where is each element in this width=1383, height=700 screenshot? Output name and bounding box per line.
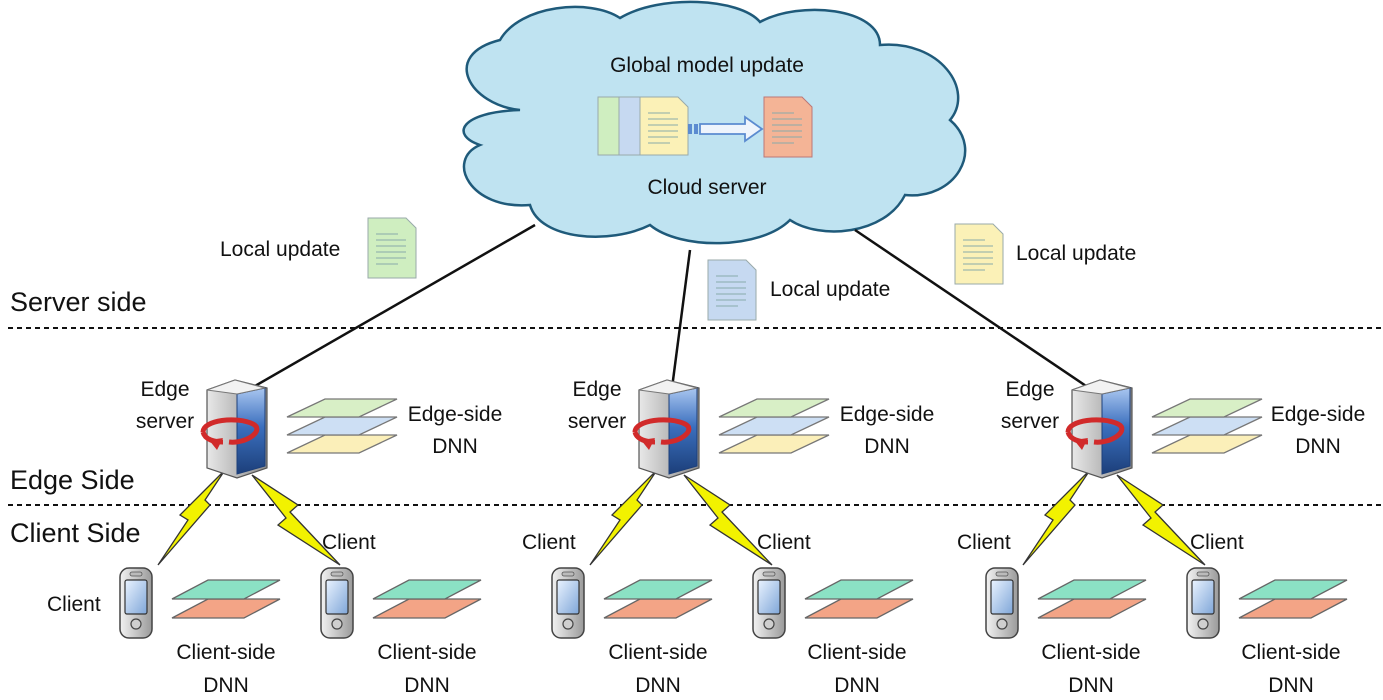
client-dnn-label: Client-side xyxy=(1241,641,1340,664)
edge-dnn-label: DNN xyxy=(432,435,478,458)
local-update-label: Local update xyxy=(1016,242,1136,265)
edge-dnn-label: Edge-side xyxy=(1271,403,1366,426)
edge-group-2: Edge server Edge-side DNN Client Client-… xyxy=(522,378,934,697)
client-dnn-label: DNN xyxy=(404,674,450,697)
link-edge-2-cloud xyxy=(670,249,692,389)
cloud-server: Global model update Cloud server xyxy=(462,0,967,245)
client-label: Client xyxy=(757,531,811,554)
edge-dnn-layers xyxy=(718,398,830,454)
client-dnn-label: Client-side xyxy=(377,641,476,664)
client-label: Client xyxy=(957,531,1011,554)
document-icon xyxy=(707,259,757,321)
section-client-side: Client Side xyxy=(10,518,141,548)
section-server-side: Server side xyxy=(10,287,147,317)
link-edge-3-cloud xyxy=(854,228,1093,392)
client-dnn-label: DNN xyxy=(635,674,681,697)
document-stack-icon xyxy=(597,96,689,156)
client-dnn-layers xyxy=(372,579,482,619)
edge-dnn-label: Edge-side xyxy=(408,403,503,426)
edge-dnn-layers xyxy=(286,398,398,454)
client-dnn-label: Client-side xyxy=(608,641,707,664)
edge-server-icon xyxy=(635,380,699,478)
client-device-icon xyxy=(551,567,585,639)
client-dnn-layers xyxy=(1037,579,1147,619)
client-device-icon xyxy=(752,567,786,639)
edge-group-1: Edge server Edge-side DNN Client Client-… xyxy=(47,378,502,697)
document-icon xyxy=(367,217,417,279)
client-dnn-layers xyxy=(603,579,713,619)
cloud-label: Cloud server xyxy=(647,176,766,199)
client-dnn-layers xyxy=(1238,579,1348,619)
wireless-link-3a xyxy=(1022,469,1091,566)
edge-dnn-layers xyxy=(1151,398,1263,454)
edge-server-label: Edge xyxy=(1005,378,1054,401)
wireless-link-1b xyxy=(251,474,341,566)
link-edge-1-cloud xyxy=(247,223,536,392)
edge-dnn-label: DNN xyxy=(1295,435,1341,458)
section-edge-side: Edge Side xyxy=(10,465,135,495)
arrow-right-icon xyxy=(688,115,764,143)
global-model-document-icon xyxy=(763,96,813,158)
client-device-icon xyxy=(320,567,354,639)
client-dnn-label: DNN xyxy=(1068,674,1114,697)
wireless-link-2a xyxy=(589,469,658,566)
edge-server-icon xyxy=(1068,380,1132,478)
edge-dnn-label: Edge-side xyxy=(840,403,935,426)
edge-server-label: Edge xyxy=(140,378,189,401)
edge-server-label: server xyxy=(136,410,194,433)
wireless-link-2b xyxy=(683,474,773,566)
client-device-icon xyxy=(985,567,1019,639)
local-update-2: Local update xyxy=(707,259,890,321)
edge-server-icon xyxy=(203,380,267,478)
client-dnn-label: Client-side xyxy=(176,641,275,664)
client-label: Client xyxy=(47,593,101,616)
client-dnn-layers xyxy=(171,579,281,619)
client-dnn-layers xyxy=(804,579,914,619)
edge-group-3: Edge server Edge-side DNN Client Client-… xyxy=(957,378,1365,697)
local-update-3: Local update xyxy=(954,223,1136,285)
cloud-title: Global model update xyxy=(610,54,804,77)
client-dnn-label: DNN xyxy=(1268,674,1314,697)
client-label: Client xyxy=(1190,531,1244,554)
client-dnn-label: DNN xyxy=(203,674,249,697)
edge-server-label: server xyxy=(568,410,626,433)
client-label: Client xyxy=(522,531,576,554)
edge-server-label: server xyxy=(1001,410,1059,433)
client-device-icon xyxy=(119,567,153,639)
client-dnn-label: Client-side xyxy=(807,641,906,664)
wireless-link-1a xyxy=(157,469,226,566)
client-label: Client xyxy=(322,531,376,554)
client-device-icon xyxy=(1186,567,1220,639)
client-dnn-label: Client-side xyxy=(1041,641,1140,664)
local-update-label: Local update xyxy=(220,238,340,261)
client-dnn-label: DNN xyxy=(834,674,880,697)
local-update-label: Local update xyxy=(770,278,890,301)
document-icon xyxy=(954,223,1004,285)
wireless-link-3b xyxy=(1116,474,1206,566)
local-update-1: Local update xyxy=(220,217,417,279)
edge-dnn-label: DNN xyxy=(864,435,910,458)
cloud-shape xyxy=(462,0,967,245)
edge-server-label: Edge xyxy=(572,378,621,401)
